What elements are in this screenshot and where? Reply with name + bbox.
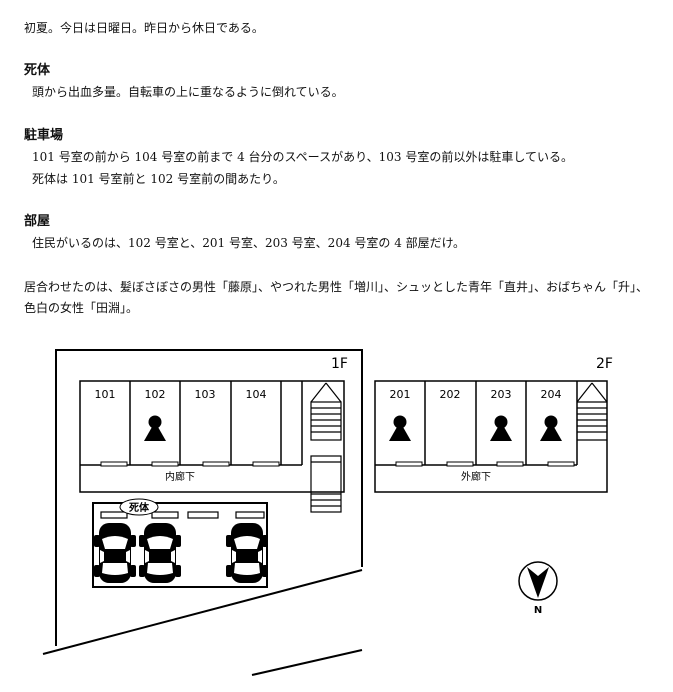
resident-102-icon xyxy=(144,415,166,441)
body-label: 死体 xyxy=(129,501,150,514)
body-marker xyxy=(119,498,159,516)
parking-line-2: 死体は 101 号室前と 102 号室前の間あたり。 xyxy=(32,172,285,186)
north-label: N xyxy=(534,605,542,616)
room-104-label: 104 xyxy=(246,388,267,401)
car-101-icon xyxy=(94,523,136,583)
heading-body: 死体 xyxy=(24,63,51,78)
room-103-label: 103 xyxy=(195,388,216,401)
room-204-label: 204 xyxy=(541,388,562,401)
stairs-2f-icon xyxy=(576,382,608,441)
road-line-2 xyxy=(251,649,363,676)
present-line-1: 居合わせたのは、髪ぼさぼさの男性「藤原」、やつれた男性「増川」、シュッとした青年… xyxy=(24,280,649,294)
resident-201-icon xyxy=(389,415,411,441)
road-line-1 xyxy=(42,569,363,655)
resident-203-icon xyxy=(490,415,512,441)
resident-204-icon xyxy=(540,415,562,441)
intro-text: 初夏。今日は日曜日。昨日から休日である。 xyxy=(24,21,264,35)
heading-parking: 駐車場 xyxy=(24,128,64,143)
rooms-text: 住民がいるのは、102 号室と、201 号室、203 号室、204 号室の 4 … xyxy=(32,236,466,250)
room-102-label: 102 xyxy=(145,388,166,401)
corridor1-label: 内廊下 xyxy=(165,470,195,483)
floor2-label: 2F xyxy=(596,356,613,372)
north-arrow-icon: N xyxy=(518,561,558,616)
heading-rooms: 部屋 xyxy=(24,214,51,229)
floor2-building xyxy=(374,380,608,493)
room-201-label: 201 xyxy=(390,388,411,401)
room-202-label: 202 xyxy=(440,388,461,401)
car-104-icon xyxy=(226,523,268,583)
body-text: 頭から出血多量。自転車の上に重なるように倒れている。 xyxy=(32,85,344,99)
floor1-label: 1F xyxy=(331,356,348,372)
corridor2-label: 外廊下 xyxy=(461,470,491,483)
parking-line-1: 101 号室の前から 104 号室の前まで 4 台分のスペースがあり、103 号… xyxy=(32,150,573,164)
floor1-building xyxy=(79,380,345,493)
present-line-2: 色白の女性「田淵」。 xyxy=(24,301,139,315)
car-102-icon xyxy=(139,523,181,583)
room-203-label: 203 xyxy=(491,388,512,401)
lot-boundary xyxy=(55,349,363,646)
room-101-label: 101 xyxy=(95,388,116,401)
stairs-1f-icon xyxy=(310,382,342,513)
